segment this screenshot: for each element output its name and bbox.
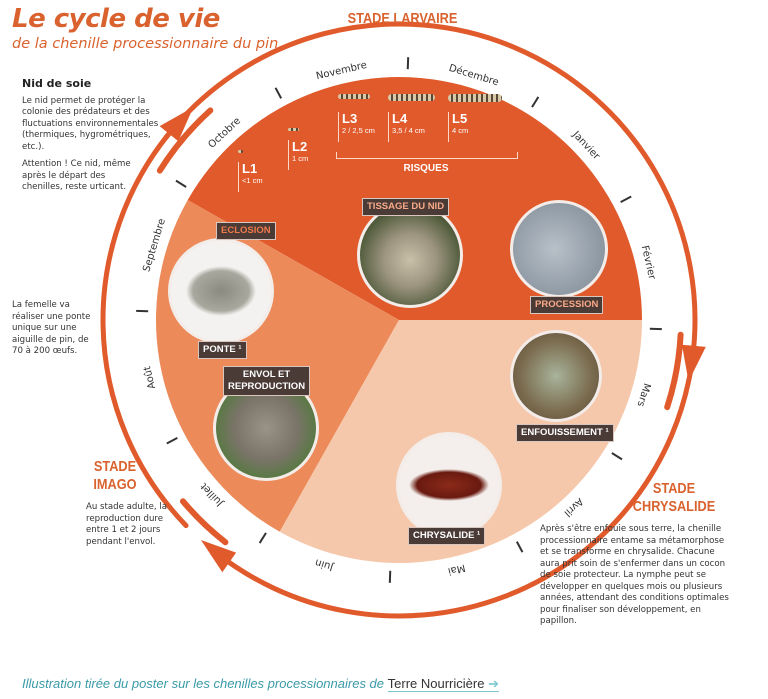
label-envol-line2: REPRODUCTION bbox=[228, 381, 306, 392]
page-title: Le cycle de vie bbox=[12, 4, 220, 34]
larval-stage-name: L3 bbox=[342, 111, 358, 126]
month-tick bbox=[620, 195, 632, 204]
arrowhead-icon bbox=[159, 107, 194, 142]
note-nid-title: Nid de soie bbox=[22, 77, 92, 90]
note-nid-p2: Attention ! Ce nid, même après le départ… bbox=[22, 159, 131, 192]
arrowhead-icon bbox=[681, 344, 706, 382]
month-label: Février bbox=[639, 244, 659, 281]
photo-enfouissement bbox=[510, 330, 602, 422]
stage-imago-line2: IMAGO bbox=[93, 476, 137, 493]
month-tick bbox=[175, 179, 187, 188]
external-link-icon: ➔ bbox=[488, 676, 499, 691]
note-nid-p1: Le nid permet de protéger la colonie des… bbox=[22, 95, 159, 152]
arrow-tail bbox=[664, 331, 684, 411]
label-eclosion: ECLOSION bbox=[216, 222, 276, 240]
larval-stage-name: L4 bbox=[392, 111, 408, 126]
caterpillar-icon bbox=[448, 94, 502, 102]
note-femelle: La femelle va réaliser une ponte unique … bbox=[12, 300, 91, 356]
label-ponte: PONTE ¹ bbox=[198, 341, 247, 359]
label-enfouissement: ENFOUISSEMENT ¹ bbox=[516, 424, 614, 442]
arrow-chrysalide bbox=[214, 368, 694, 619]
photo-ponte bbox=[168, 238, 274, 344]
note-chrysalide-text: Après s'être enfouie sous terre, la chen… bbox=[540, 524, 729, 626]
month-label: Mai bbox=[447, 562, 467, 577]
larval-stage-size: 3,5 / 4 cm bbox=[392, 126, 425, 135]
caterpillar-icon bbox=[238, 150, 244, 153]
month-label: Mars bbox=[635, 382, 653, 408]
larval-stage-name: L2 bbox=[292, 139, 308, 154]
larval-stage-size: 4 cm bbox=[452, 126, 469, 135]
month-label: Juin bbox=[314, 556, 336, 572]
larval-stage-name: L5 bbox=[452, 111, 468, 126]
caterpillar-icon bbox=[288, 128, 299, 131]
label-chrysalide: CHRYSALIDE ¹ bbox=[408, 527, 486, 545]
stage-imago-line1: STADE bbox=[93, 458, 137, 475]
label-procession: PROCESSION bbox=[530, 296, 604, 314]
arrow-tail bbox=[156, 107, 214, 174]
caterpillar-icon bbox=[388, 94, 435, 101]
label-envol-reproduction: ENVOL ET REPRODUCTION bbox=[223, 366, 311, 396]
footer-link-terre-nourriciere[interactable]: Terre Nourricière ➔ bbox=[387, 676, 499, 692]
month-tick bbox=[258, 532, 267, 544]
stage-imago-heading: STADE IMAGO bbox=[77, 458, 154, 494]
arrowhead-icon bbox=[200, 539, 237, 573]
month-label: Août bbox=[141, 365, 158, 390]
photo-procession bbox=[510, 200, 608, 298]
page-subtitle: de la chenille processionnaire du pin bbox=[12, 36, 279, 52]
larval-stage-l1: L1<1 cm bbox=[238, 162, 263, 192]
month-tick bbox=[515, 541, 524, 553]
larval-stage-name: L1 bbox=[242, 161, 258, 176]
month-label: Novembre bbox=[315, 60, 368, 82]
photo-chrysalide bbox=[396, 432, 502, 538]
note-nid-de-soie: Nid de soie Le nid permet de protéger la… bbox=[22, 78, 162, 200]
stage-chrysalide-line1: STADE bbox=[652, 480, 696, 497]
arrow-imago bbox=[100, 119, 189, 529]
month-tick bbox=[531, 96, 540, 108]
note-imago: Au stade adulte, la reproduction dure en… bbox=[86, 502, 167, 547]
arrow-larvaire bbox=[163, 21, 698, 364]
month-label: Avril bbox=[562, 495, 585, 518]
label-tissage: TISSAGE DU NID bbox=[362, 198, 450, 216]
larval-stage-size: <1 cm bbox=[242, 176, 263, 185]
month-tick bbox=[166, 436, 178, 445]
arrow-tail bbox=[179, 498, 229, 546]
footer-caption: Illustration tirée du poster sur les che… bbox=[22, 676, 499, 692]
photo-tissage-du-nid bbox=[357, 202, 463, 308]
stage-chrysalide-line2: CHRYSALIDE bbox=[632, 498, 716, 515]
footer-link-text: Terre Nourricière bbox=[387, 676, 485, 691]
label-envol-line1: ENVOL ET bbox=[242, 369, 291, 380]
stage-chrysalide-heading: STADE CHRYSALIDE bbox=[623, 480, 725, 516]
risques-bracket bbox=[336, 152, 518, 159]
risques-label: RISQUES bbox=[403, 163, 449, 174]
stage-larvaire-heading: STADE LARVAIRE bbox=[347, 10, 458, 27]
caterpillar-icon bbox=[338, 94, 371, 99]
month-tick bbox=[611, 452, 623, 461]
month-tick bbox=[274, 87, 283, 99]
cycle-arrows bbox=[100, 21, 706, 619]
footer-text: Illustration tirée du poster sur les che… bbox=[22, 676, 388, 691]
larval-stage-size: 1 cm bbox=[292, 154, 309, 163]
note-chrysalide: Après s'être enfouie sous terre, la chen… bbox=[540, 524, 735, 628]
larval-stage-size: 2 / 2,5 cm bbox=[342, 126, 375, 135]
